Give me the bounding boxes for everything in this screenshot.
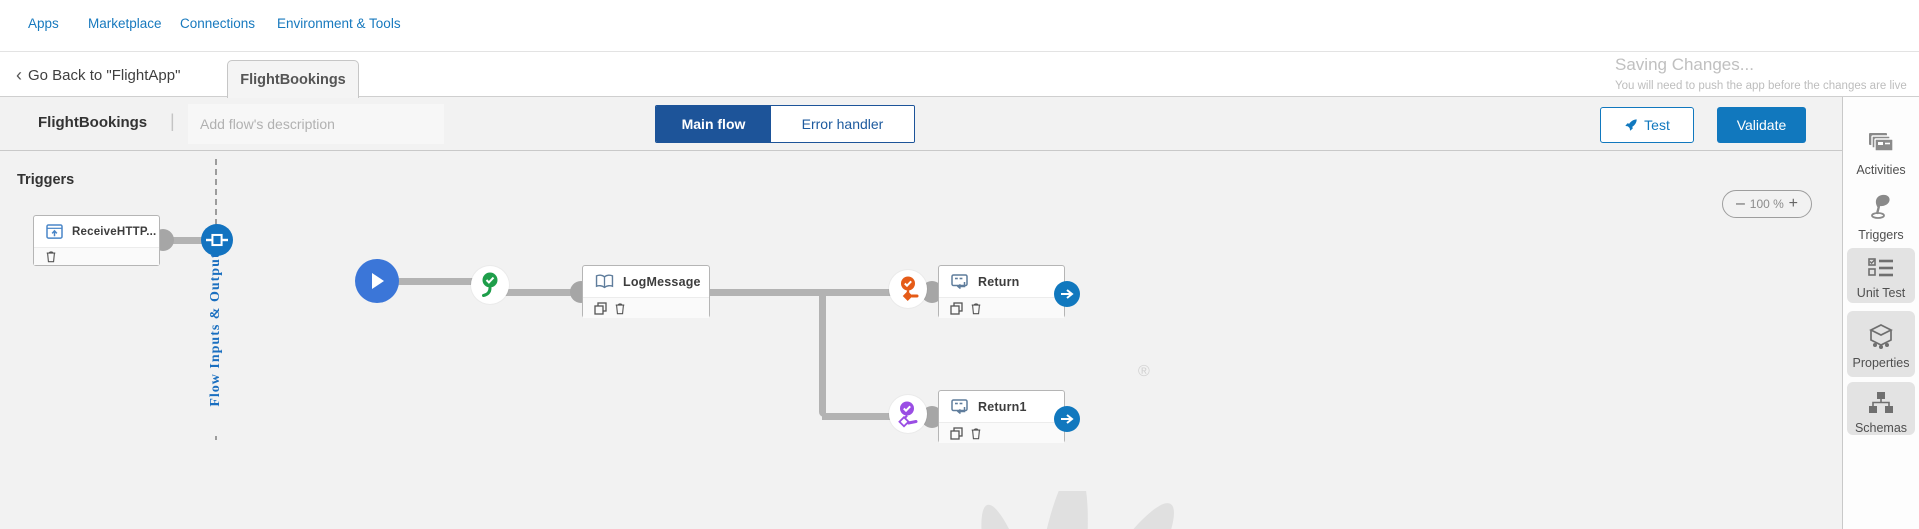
sidebar-item-schemas[interactable]: Schemas (1847, 382, 1915, 435)
zoom-level: 100 % (1749, 197, 1784, 211)
properties-icon (1869, 324, 1893, 349)
return-output-arrow-icon[interactable] (1054, 406, 1080, 432)
tab-main-flow[interactable]: Main flow (656, 106, 771, 142)
receive-http-icon (46, 224, 63, 239)
node-label: Return1 (978, 399, 1027, 414)
wire-log-return (710, 289, 892, 296)
zoom-out-button[interactable]: – (1736, 195, 1745, 212)
nav-connections[interactable]: Connections (180, 16, 256, 31)
saving-subtitle: You will need to push the app before the… (1615, 80, 1907, 92)
sidebar-item-properties[interactable]: Properties (1847, 311, 1915, 377)
flow-io-label: Flow Inputs & Outputs (201, 246, 231, 436)
chevron-left-icon: ‹ (16, 65, 22, 85)
test-label: Test (1644, 117, 1670, 133)
sidebar-label: Triggers (1858, 228, 1904, 242)
wire-activity-log (505, 289, 585, 296)
node-logmessage[interactable]: LogMessage (582, 265, 710, 318)
wire-trigger (150, 237, 206, 244)
zoom-control: – 100 % + (1722, 190, 1812, 218)
triggers-icon (1871, 194, 1890, 219)
right-sidebar: Activities Triggers Unit Test (1842, 97, 1919, 529)
run-flow-play-button[interactable] (355, 259, 399, 303)
trigger-node-label: ReceiveHTTP... (72, 225, 157, 238)
copy-icon[interactable] (950, 301, 963, 315)
nav-environment-tools[interactable]: Environment & Tools (277, 16, 401, 31)
rocket-icon (1625, 119, 1637, 131)
tab-bar: ‹ Go Back to "FlightApp" FlightBookings S… (0, 52, 1919, 98)
sidebar-label: Schemas (1854, 421, 1908, 435)
flow-canvas[interactable]: ® Triggers Flow Inputs & Outputs Receive… (0, 151, 1842, 529)
sidebar-item-unit-test[interactable]: Unit Test (1847, 248, 1915, 303)
wire-branch-vertical (819, 292, 826, 417)
flow-title: FlightBookings (38, 114, 148, 131)
validate-button[interactable]: Validate (1717, 107, 1806, 143)
delete-icon[interactable] (970, 427, 982, 440)
delete-icon[interactable] (614, 302, 626, 315)
sidebar-label: Activities (1856, 163, 1906, 177)
go-back-link[interactable]: ‹ Go Back to "FlightApp" (16, 65, 180, 86)
nav-apps[interactable]: Apps (28, 16, 59, 31)
node-label: LogMessage (623, 274, 701, 289)
sidebar-item-activities[interactable]: Activities (1847, 131, 1915, 177)
node-return1[interactable]: Return1 (938, 390, 1065, 443)
saving-title: Saving Changes... (1615, 55, 1754, 74)
flow-header: FlightBookings | Main flow Error handler… (0, 97, 1842, 151)
top-nav: Apps Marketplace Connections Environment… (0, 0, 1919, 52)
sidebar-label: Properties (1852, 356, 1910, 370)
return-icon (951, 398, 968, 414)
nav-marketplace[interactable]: Marketplace (88, 16, 162, 31)
flow-input-plug-icon[interactable] (201, 224, 233, 256)
success-branch-icon[interactable] (471, 266, 509, 304)
saving-status: Saving Changes... You will need to push … (1615, 55, 1915, 92)
copy-icon[interactable] (594, 301, 607, 315)
registered-mark: ® (1138, 363, 1150, 380)
copy-icon[interactable] (950, 426, 963, 440)
return-output-arrow-icon[interactable] (1054, 281, 1080, 307)
go-back-label: Go Back to "FlightApp" (28, 67, 181, 84)
tab-error-handler[interactable]: Error handler (771, 106, 914, 142)
tab-flightbookings[interactable]: FlightBookings (227, 60, 359, 98)
unit-test-icon (1868, 258, 1893, 277)
node-receivehttp[interactable]: ReceiveHTTP... (33, 215, 160, 266)
triggers-section-label: Triggers (17, 172, 75, 188)
return-icon (951, 273, 968, 289)
sidebar-item-triggers[interactable]: Triggers (1847, 192, 1915, 242)
branch-condition-success-icon[interactable] (889, 270, 927, 308)
node-label: Return (978, 274, 1020, 289)
schemas-icon (1869, 392, 1893, 413)
flow-boundary-divider (215, 159, 217, 225)
zoom-in-button[interactable]: + (1788, 195, 1798, 212)
log-message-icon (595, 274, 614, 289)
sidebar-label: Unit Test (1856, 286, 1906, 300)
delete-icon[interactable] (45, 250, 57, 263)
delete-icon[interactable] (970, 302, 982, 315)
wire-play-activity (390, 278, 480, 285)
brand-watermark-icon (981, 491, 1174, 529)
flow-mode-toggle: Main flow Error handler (655, 105, 915, 143)
wire-branch-return1 (822, 413, 892, 420)
flow-description-input[interactable] (188, 104, 444, 144)
divider: | (170, 111, 175, 131)
test-button[interactable]: Test (1600, 107, 1694, 143)
node-return[interactable]: Return (938, 265, 1065, 318)
activities-icon (1869, 133, 1894, 152)
branch-condition-otherwise-icon[interactable] (889, 395, 927, 433)
